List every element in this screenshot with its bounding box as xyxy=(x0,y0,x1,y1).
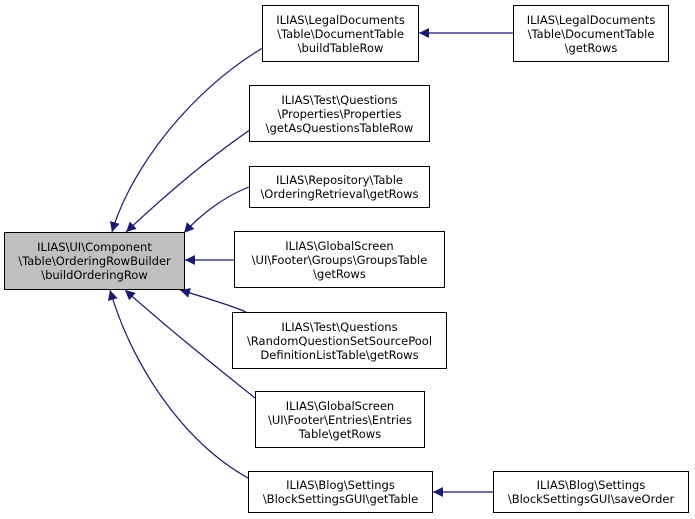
node-line: ILIAS\Test\Questions xyxy=(281,319,398,334)
edge-legal-buildtablerow-to-root xyxy=(109,45,267,233)
node-repository-ordering-retrieval[interactable]: ILIAS\Repository\Table \OrderingRetrieva… xyxy=(249,166,430,208)
node-line: ILIAS\GlobalScreen xyxy=(285,398,395,413)
edge-test-properties-to-root xyxy=(125,124,258,233)
node-test-questions-properties[interactable]: ILIAS\Test\Questions \Properties\Propert… xyxy=(249,85,430,142)
node-ordering-row-builder[interactable]: ILIAS\UI\Component \Table\OrderingRowBui… xyxy=(4,232,185,290)
node-line: Table\getRows xyxy=(298,426,382,441)
node-line: \BlockSettingsGUI\saveOrder xyxy=(507,492,675,506)
node-line: ILIAS\LegalDocuments xyxy=(526,12,656,27)
node-line: DefinitionListTable\getRows xyxy=(260,347,419,362)
node-legal-document-table-buildtablerow[interactable]: ILIAS\LegalDocuments \Table\DocumentTabl… xyxy=(262,5,419,62)
node-test-random-question-set[interactable]: ILIAS\Test\Questions \RandomQuestionSetS… xyxy=(232,312,447,369)
node-line: ILIAS\Blog\Settings xyxy=(536,478,646,492)
node-blog-block-settings-saveorder[interactable]: ILIAS\Blog\Settings \BlockSettingsGUI\sa… xyxy=(493,471,689,513)
node-line: \UI\Footer\Entries\Entries xyxy=(267,412,412,427)
edge-blog-gettable-to-root xyxy=(107,289,249,479)
node-line: \Properties\Properties xyxy=(277,106,402,121)
edge-entriestable-to-root xyxy=(124,289,256,399)
node-line: \BlockSettingsGUI\getTable xyxy=(262,492,419,506)
edge-repository-to-root xyxy=(183,186,250,234)
node-line: \buildTableRow xyxy=(297,40,384,55)
node-blog-block-settings-gettable[interactable]: ILIAS\Blog\Settings \BlockSettingsGUI\ge… xyxy=(248,471,433,513)
node-legal-document-table-getrows[interactable]: ILIAS\LegalDocuments \Table\DocumentTabl… xyxy=(513,5,669,62)
node-line: \getRows xyxy=(313,266,366,281)
node-line: \getRows xyxy=(564,40,618,55)
node-line: ILIAS\GlobalScreen xyxy=(285,238,394,253)
node-line: \OrderingRetrieval\getRows xyxy=(260,187,419,201)
node-globalscreen-entries-table[interactable]: ILIAS\GlobalScreen \UI\Footer\Entries\En… xyxy=(255,391,425,448)
node-line: \RandomQuestionSetSourcePool xyxy=(246,333,433,348)
node-line: ILIAS\Test\Questions xyxy=(281,92,398,107)
node-line: \buildOrderingRow xyxy=(41,268,148,282)
node-globalscreen-groups-table[interactable]: ILIAS\GlobalScreen \UI\Footer\Groups\Gro… xyxy=(234,231,445,288)
node-line: ILIAS\Blog\Settings xyxy=(286,478,395,492)
edge-randomquestion-to-root xyxy=(179,288,247,313)
node-line: \getAsQuestionsTableRow xyxy=(265,120,414,135)
node-line: ILIAS\LegalDocuments xyxy=(276,12,405,27)
node-line: \UI\Footer\Groups\GroupsTable xyxy=(251,252,428,267)
node-line: ILIAS\UI\Component xyxy=(37,240,152,254)
node-line: \Table\OrderingRowBuilder xyxy=(18,254,171,268)
node-line: ILIAS\Repository\Table xyxy=(276,173,403,187)
node-line: \Table\DocumentTable xyxy=(527,26,655,41)
node-line: \Table\DocumentTable xyxy=(277,26,404,41)
